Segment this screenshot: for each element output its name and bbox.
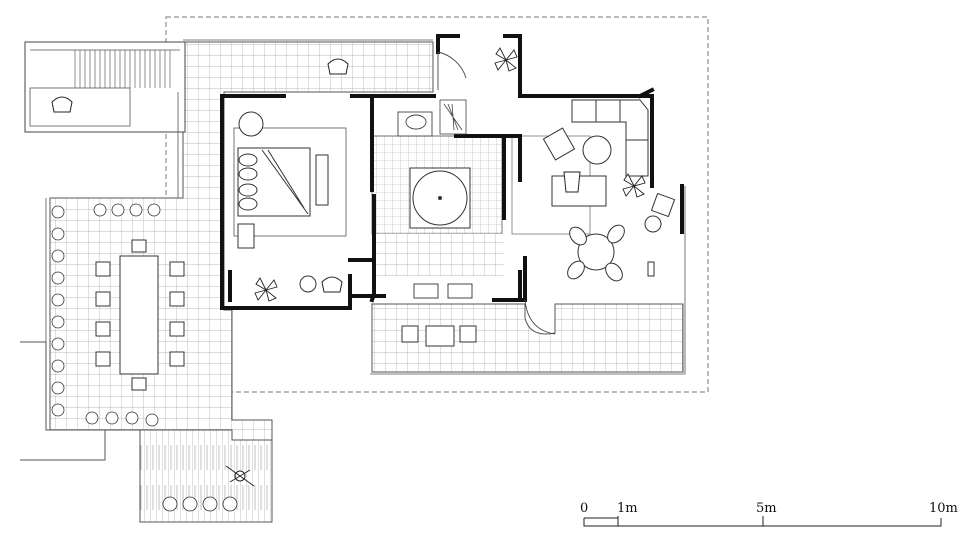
outdoor-table-icon: [95, 239, 185, 391]
hedge-plants: [51, 203, 238, 512]
terrace-furniture: [299, 275, 477, 347]
dining-table-icon: [567, 224, 655, 282]
neighbour-building: [20, 341, 106, 461]
bedroom-rug: [233, 127, 347, 237]
scale-label-5m: 5m: [756, 501, 777, 516]
scale-label-0: 0: [580, 501, 589, 516]
scale-bar: [583, 516, 942, 527]
toilet-icon: [397, 111, 433, 137]
lower-terrace: [371, 303, 684, 373]
sink-icon: [413, 283, 473, 299]
scale-label-10m: 10m: [929, 501, 958, 516]
scale-label-1m: 1m: [617, 501, 638, 516]
upper-terrace: [49, 41, 434, 523]
closet: [439, 99, 467, 135]
stair-icon: [24, 41, 186, 133]
bathtub-icon: [409, 167, 471, 229]
sofa-icon: [542, 99, 676, 233]
bed-icon: [237, 111, 329, 249]
person-figure-icon: [51, 58, 581, 487]
door-icon: [437, 51, 556, 335]
plant-icon: [254, 47, 646, 302]
railings: [45, 39, 686, 430]
